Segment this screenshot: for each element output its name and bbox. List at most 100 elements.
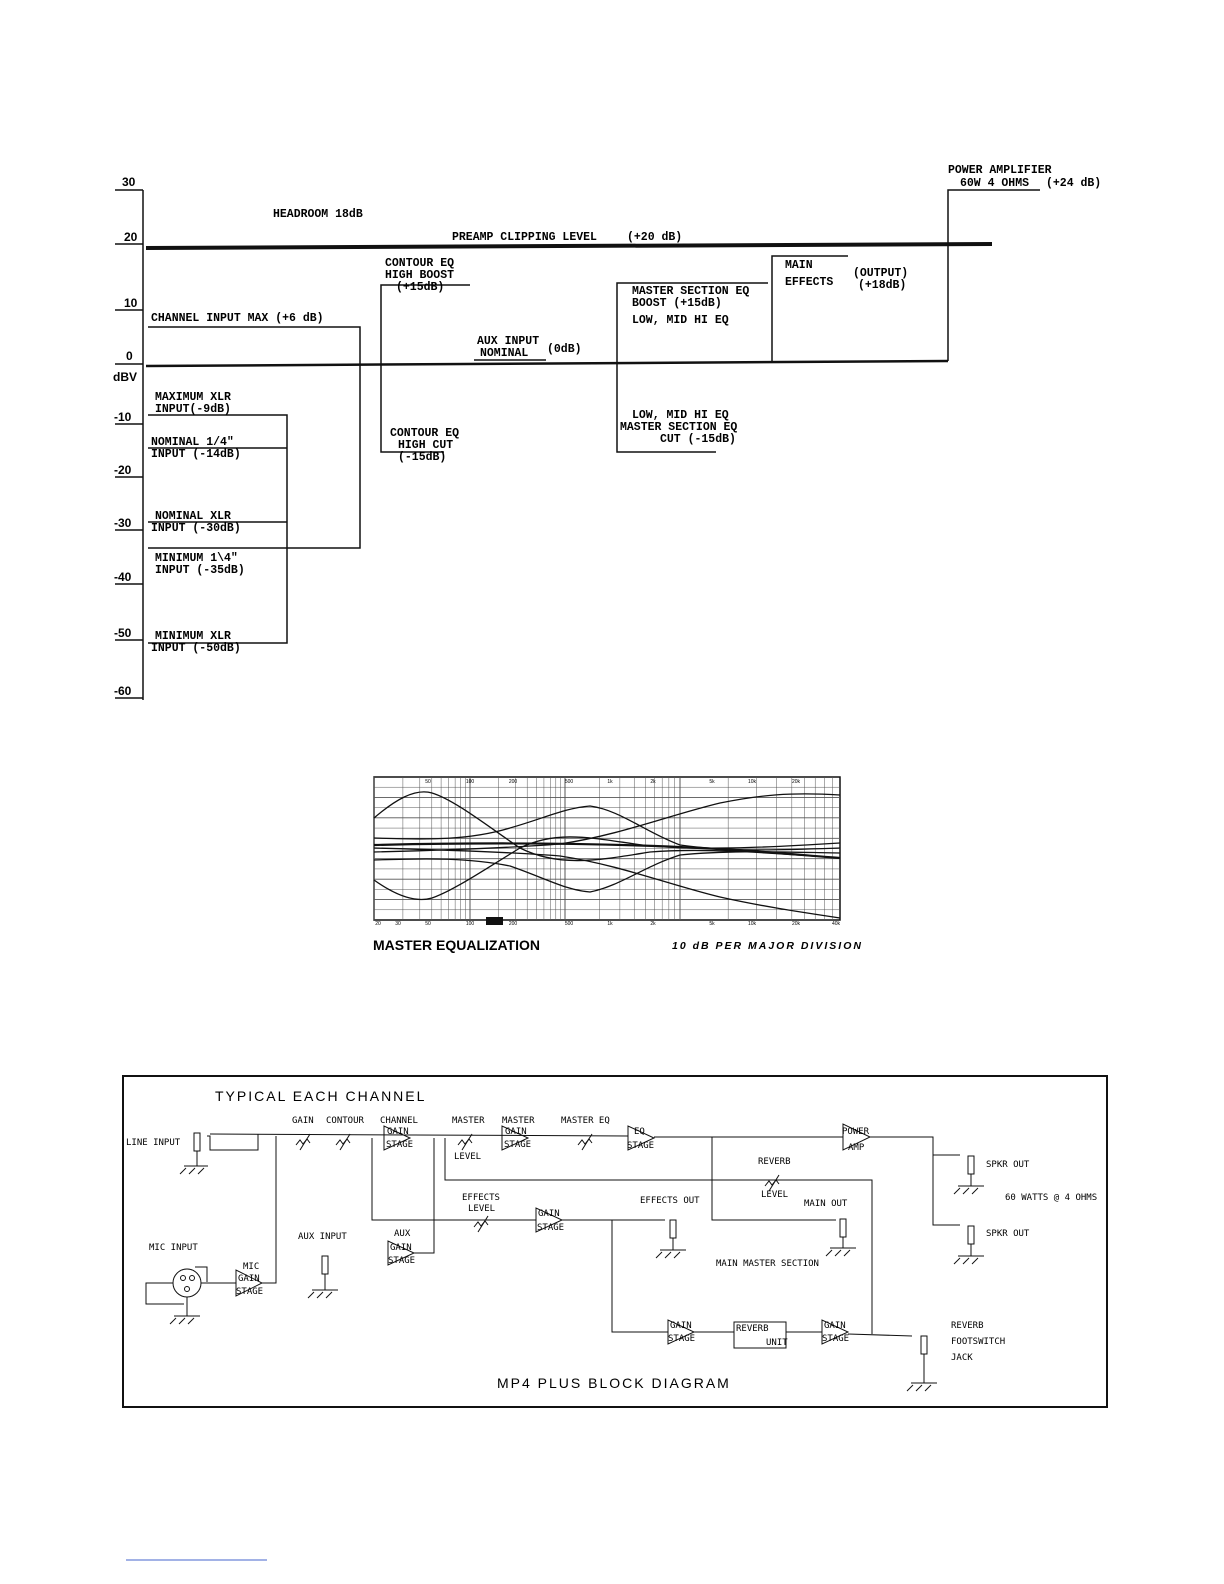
effects-out-jack — [669, 1219, 677, 1239]
tick-unit: dBV — [113, 370, 137, 384]
main-master-label: MAIN MASTER SECTION — [716, 1259, 819, 1269]
contour-boost-3: (+15dB) — [396, 281, 444, 294]
preamp-clipping-line — [145, 242, 993, 250]
tick-20: 20 — [124, 230, 138, 244]
master-level-label: LEVEL — [454, 1152, 481, 1162]
watts-label: 60 WATTS @ 4 OHMS — [1005, 1193, 1097, 1203]
main-out-jack — [839, 1218, 847, 1238]
eq-bottom-tick-label: 20 — [375, 921, 381, 927]
eq-bottom-tick-label: 1k — [607, 921, 613, 927]
aux-stage-aux-label: AUX — [394, 1229, 411, 1239]
level-axis-labels: 30 20 10 0 dBV -10 -20 -30 -40 -50 -60 — [113, 175, 138, 698]
eq-bottom-tick-label: 50 — [425, 921, 431, 927]
block-header: TYPICAL EACH CHANNEL — [215, 1088, 426, 1104]
tick-minus30: -30 — [114, 516, 132, 530]
master-cut-2: MASTER SECTION EQ — [620, 421, 737, 434]
block-frame — [122, 1075, 1108, 1408]
spkr-out-jack-1 — [967, 1155, 975, 1175]
reverb-fs-label-2: FOOTSWITCH — [951, 1337, 1005, 1347]
level-diagram — [115, 189, 1040, 700]
block-diagram: TYPICAL EACH CHANNEL MP4 PLUS BLOCK DIAG… — [122, 1075, 1108, 1408]
main-output-1: (OUTPUT) — [853, 267, 908, 280]
reverb-return-gain-label: GAIN — [824, 1321, 846, 1331]
effects-gain-stage — [535, 1207, 564, 1233]
eq-stage-label: STAGE — [627, 1141, 654, 1151]
tick-minus40: -40 — [114, 570, 132, 584]
eq-top-tick-label: 200 — [509, 779, 518, 785]
contour-cut-3: (-15dB) — [398, 451, 446, 464]
block-footer: MP4 PLUS BLOCK DIAGRAM — [497, 1375, 731, 1391]
eq-title: MASTER EQUALIZATION — [373, 937, 540, 953]
preamp-clip-label: PREAMP CLIPPING LEVEL — [452, 231, 597, 244]
nom-quarter-2: INPUT (-14dB) — [151, 448, 241, 461]
power-label: POWER — [842, 1127, 870, 1137]
master-boost-2: BOOST (+15dB) — [632, 297, 722, 310]
reverb-send-gain-stage — [667, 1319, 696, 1345]
tick-minus60: -60 — [114, 684, 132, 698]
gain-pot-label: GAIN — [292, 1116, 314, 1126]
nom-xlr-1: NOMINAL XLR — [155, 510, 231, 523]
master-eq-label: MASTER EQ — [561, 1116, 610, 1126]
eq-curve-low-boost — [373, 791, 841, 862]
eq-top-tick-label: 1k — [607, 779, 613, 785]
master-stage-label: STAGE — [504, 1140, 531, 1150]
eq-top-tick-label: 5k — [709, 779, 715, 785]
tick-10: 10 — [124, 296, 138, 310]
reverb-fs-label-1: REVERB — [951, 1321, 984, 1331]
eq-curve-high-boost — [373, 793, 841, 853]
eq-bottom-tick-label: 200 — [509, 921, 518, 927]
channel-label: CHANNEL — [380, 1116, 418, 1126]
aux-input-jack — [321, 1255, 329, 1275]
reverb-level-label-1: REVERB — [758, 1157, 791, 1167]
power-amp — [842, 1123, 872, 1151]
master-label-2: MASTER — [502, 1116, 535, 1126]
min-quarter-2: INPUT (-35dB) — [155, 564, 245, 577]
line-input-label: LINE INPUT — [126, 1138, 181, 1148]
eq-top-tick-label: 100 — [466, 779, 475, 785]
reverb-return-stage-label: STAGE — [822, 1334, 849, 1344]
eq-curve-flat — [373, 842, 841, 860]
effects-level-label-2: LEVEL — [468, 1204, 495, 1214]
channel-gain-label: GAIN — [387, 1127, 409, 1137]
reverb-send-gain-label: GAIN — [670, 1321, 692, 1331]
contour-pot-label: CONTOUR — [326, 1116, 365, 1126]
reverb-fs-label-3: JACK — [951, 1353, 973, 1363]
aux-input-value: (0dB) — [547, 343, 582, 356]
main-effects-1: MAIN — [785, 259, 813, 272]
reverb-level-label-2: LEVEL — [761, 1190, 788, 1200]
contour-cut-2: HIGH CUT — [398, 439, 453, 452]
effects-gain-label: GAIN — [538, 1209, 560, 1219]
aux-stage-label: STAGE — [388, 1256, 415, 1266]
mic-stage-mic-label: MIC — [243, 1262, 259, 1272]
channel-input-max-label: CHANNEL INPUT MAX (+6 dB) — [151, 312, 324, 325]
aux-input-2: NOMINAL — [480, 347, 528, 360]
aux-input-1: AUX INPUT — [477, 335, 539, 348]
eq-curve-mid-cut — [373, 851, 841, 893]
eq-top-tick-label: 50 — [425, 779, 431, 785]
min-xlr-1: MINIMUM XLR — [155, 630, 231, 643]
effects-stage-label: STAGE — [537, 1223, 564, 1233]
preamp-clip-value: (+20 dB) — [627, 231, 682, 244]
headroom-label: HEADROOM 18dB — [273, 208, 363, 221]
eq-bottom-tick-label: 20k — [792, 921, 801, 927]
tick-minus20: -20 — [114, 463, 132, 477]
eq-grid — [373, 777, 840, 920]
master-boost-1: MASTER SECTION EQ — [632, 285, 749, 298]
reverb-unit-label-1: REVERB — [736, 1324, 769, 1334]
reverb-unit-label-2: UNIT — [766, 1338, 788, 1348]
eq-bottom-tick-label: 500 — [565, 921, 574, 927]
master-gain-label: GAIN — [505, 1127, 527, 1137]
master-cut-3: CUT (-15dB) — [660, 433, 736, 446]
master-gain-stage — [501, 1125, 530, 1151]
tick-minus10: -10 — [114, 410, 132, 424]
zero-db-line — [145, 359, 949, 368]
spkr-out-label-2: SPKR OUT — [986, 1229, 1030, 1239]
main-output-2: (+18dB) — [858, 279, 906, 292]
tick-minus50: -50 — [114, 626, 132, 640]
reverb-footswitch-jack — [920, 1335, 928, 1355]
effects-out-label: EFFECTS OUT — [640, 1196, 700, 1206]
eq-bottom-tick-label: 30 — [395, 921, 401, 927]
